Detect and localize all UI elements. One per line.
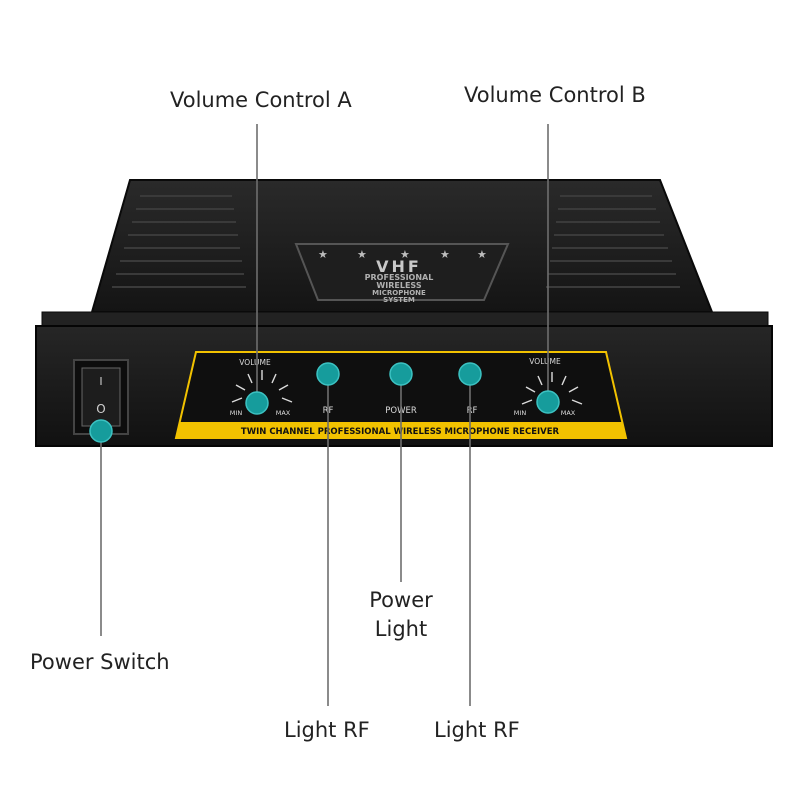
knob-a-label: VOLUME <box>239 358 271 367</box>
callout-volume-control-b: Volume Control B <box>464 83 646 107</box>
callout-power-light-line-1: Power <box>369 588 433 612</box>
dot-volume-a <box>245 391 269 415</box>
dot-volume-b <box>536 390 560 414</box>
callout-power-light-line-2: Light <box>374 617 428 641</box>
callout-power-switch: Power Switch <box>30 650 170 674</box>
knob-b-ticks <box>521 372 583 405</box>
dot-power-switch <box>89 419 113 443</box>
svg-text:★: ★ <box>318 248 328 261</box>
rf-b-label: RF <box>467 406 478 416</box>
callout-light-rf-a: Light RF <box>284 718 370 742</box>
knob-b-min: MIN <box>514 409 527 417</box>
dot-power-light <box>389 362 413 386</box>
badge-line-4: SYSTEM <box>383 296 415 304</box>
vent-ridges-right <box>546 195 680 288</box>
badge-line-3: MICROPHONE <box>372 289 426 297</box>
svg-text:★: ★ <box>477 248 487 261</box>
knob-a-min: MIN <box>230 409 243 417</box>
dot-rf-b <box>458 362 482 386</box>
badge-line-2: WIRELESS <box>376 281 421 290</box>
svg-text:★: ★ <box>400 248 410 261</box>
knob-a-ticks <box>231 370 293 403</box>
vent-ridges-left <box>112 195 246 288</box>
callout-volume-control-a: Volume Control A <box>170 88 352 112</box>
vhf-badge <box>294 243 510 301</box>
knob-b-max: MAX <box>561 409 576 417</box>
switch-off-mark: O <box>96 402 105 416</box>
callout-light-rf-b: Light RF <box>434 718 520 742</box>
power-switch-rocker[interactable] <box>81 367 121 427</box>
badge-line-1: PROFESSIONAL <box>365 273 434 282</box>
badge-title: VHF <box>376 257 422 276</box>
dot-rf-a <box>316 362 340 386</box>
knob-a-max: MAX <box>276 409 291 417</box>
svg-text:★: ★ <box>440 248 450 261</box>
callout-dots <box>89 362 560 443</box>
switch-on-mark: I <box>99 375 102 388</box>
knob-b-label: VOLUME <box>529 357 561 366</box>
badge-stars: ★ ★ ★ ★ ★ <box>318 248 487 261</box>
svg-text:★: ★ <box>357 248 367 261</box>
leader-lines <box>100 124 549 706</box>
